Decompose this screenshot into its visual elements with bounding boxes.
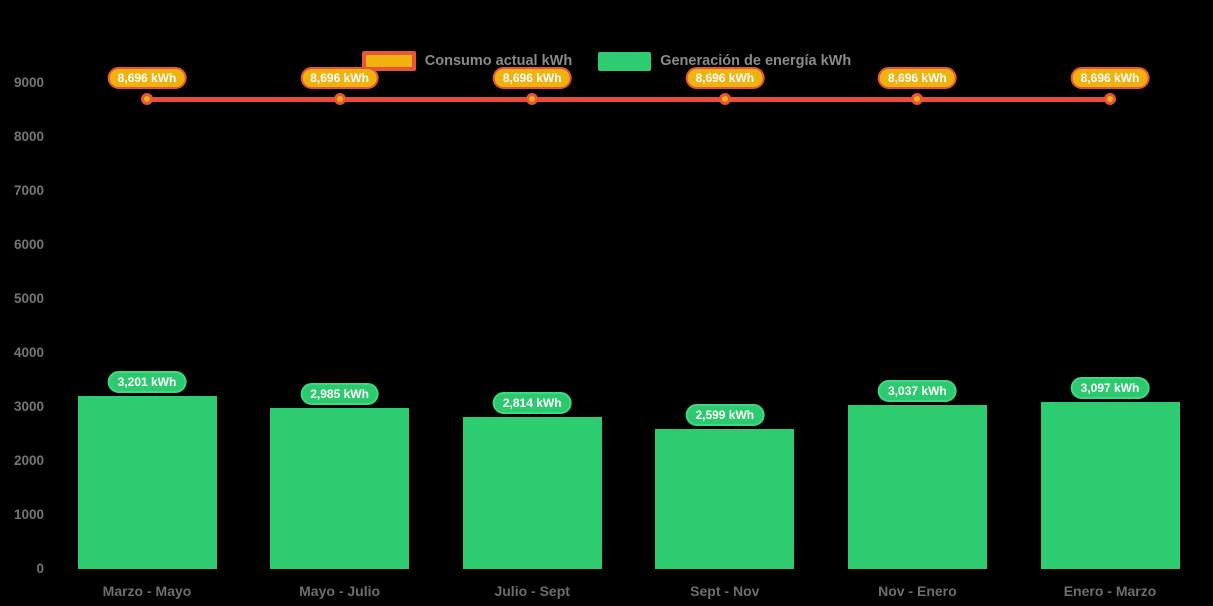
consumo-actual-swatch-icon <box>361 51 416 71</box>
generation-value-label: 3,097 kWh <box>1070 376 1150 399</box>
x-axis-category-label: Mayo - Julio <box>299 583 381 599</box>
generation-bar[interactable] <box>655 428 795 569</box>
consumption-value-label: 8,696 kWh <box>878 67 957 90</box>
y-axis-tick-label: 2000 <box>13 453 44 468</box>
legend-item-generacion-energia[interactable]: Generación de energía kWh <box>598 51 852 71</box>
chart-legend: Consumo actual kWh Generación de energía… <box>0 50 1213 72</box>
y-axis-tick-label: 8000 <box>13 129 44 144</box>
y-axis-tick-label: 0 <box>36 561 44 576</box>
y-axis-tick-label: 5000 <box>13 291 44 306</box>
consumption-value-label: 8,696 kWh <box>1070 67 1150 90</box>
generation-bar[interactable] <box>1040 401 1180 569</box>
consumption-value-label: 8,696 kWh <box>107 67 187 90</box>
generation-bar[interactable] <box>270 407 410 569</box>
x-axis-category-label: Sept - Nov <box>690 583 760 599</box>
generation-bar[interactable] <box>77 396 217 569</box>
generation-value-label: 2,814 kWh <box>492 392 572 415</box>
x-axis-category-label: Enero - Marzo <box>1063 583 1157 599</box>
legend-label-generacion-energia: Generación de energía kWh <box>660 53 852 69</box>
y-axis-tick-label: 9000 <box>13 75 44 90</box>
y-axis-tick-label: 1000 <box>13 507 44 522</box>
x-axis-category-label: Nov - Enero <box>878 583 957 599</box>
y-axis-tick-label: 4000 <box>13 345 44 360</box>
generation-bar[interactable] <box>462 417 602 569</box>
y-axis-tick-label: 7000 <box>13 183 44 198</box>
consumption-line-marker[interactable] <box>718 93 731 106</box>
generacion-energia-swatch-icon <box>598 51 652 71</box>
generation-bar[interactable] <box>847 405 987 569</box>
consumption-line-marker[interactable] <box>141 93 153 106</box>
consumption-line-marker[interactable] <box>526 93 539 106</box>
y-axis-tick-label: 3000 <box>13 399 44 414</box>
legend-label-consumo-actual: Consumo actual kWh <box>424 53 573 69</box>
consumption-value-label: 8,696 kWh <box>492 67 572 90</box>
generation-value-label: 3,037 kWh <box>878 380 957 402</box>
legend-item-consumo-actual[interactable]: Consumo actual kWh <box>361 51 573 71</box>
consumption-value-label: 8,696 kWh <box>300 67 379 90</box>
consumption-line <box>147 96 1110 102</box>
consumption-line-marker[interactable] <box>911 93 924 106</box>
generation-value-label: 3,201 kWh <box>107 371 187 394</box>
consumption-value-label: 8,696 kWh <box>685 67 765 90</box>
x-axis-category-label: Julio - Sept <box>494 583 570 599</box>
generation-value-label: 2,599 kWh <box>685 403 765 426</box>
x-axis-category-label: Marzo - Mayo <box>102 583 192 599</box>
consumption-line-marker[interactable] <box>1104 93 1116 106</box>
generation-value-label: 2,985 kWh <box>300 382 379 405</box>
consumption-line-marker[interactable] <box>333 93 346 106</box>
y-axis-tick-label: 6000 <box>13 237 44 252</box>
